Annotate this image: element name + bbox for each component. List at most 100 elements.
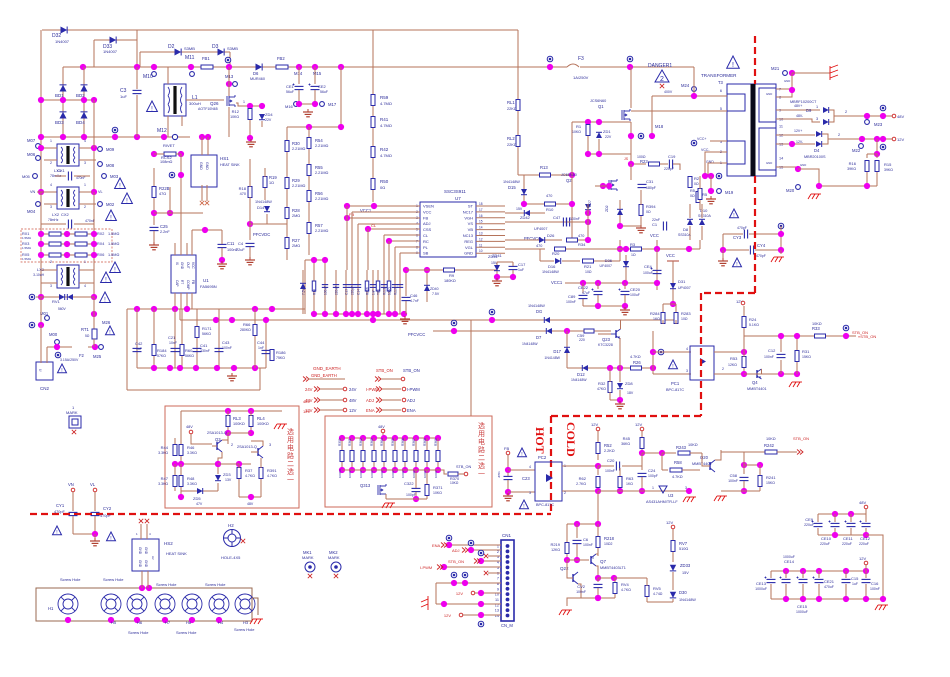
svg-text:100nF: 100nF	[728, 479, 738, 483]
svg-text:470pF: 470pF	[756, 254, 766, 258]
svg-text:1.5MΩ: 1.5MΩ	[108, 253, 119, 257]
svg-text:BPC-817C: BPC-817C	[536, 503, 554, 507]
svg-text:48V: 48V	[859, 500, 866, 505]
svg-text:R361: R361	[348, 438, 352, 446]
svg-text:R366: R366	[401, 438, 405, 446]
svg-text:!: !	[105, 277, 107, 283]
svg-text:R15: R15	[884, 162, 892, 167]
svg-text:3.3KΩ: 3.3KΩ	[158, 482, 168, 486]
svg-text:11: 11	[479, 243, 483, 247]
svg-text:3-10uH: 3-10uH	[33, 273, 44, 277]
svg-text:1Ω: 1Ω	[269, 181, 274, 185]
svg-text:10KΩ: 10KΩ	[230, 115, 239, 119]
svg-text:470: 470	[546, 194, 552, 198]
svg-text:0Ω: 0Ω	[646, 210, 651, 214]
svg-text:4.7MΩ: 4.7MΩ	[380, 123, 392, 128]
svg-text:0Ω: 0Ω	[690, 194, 695, 198]
svg-text:R55: R55	[315, 165, 323, 170]
svg-text:M24: M24	[681, 83, 690, 88]
svg-text:M22: M22	[852, 148, 861, 153]
svg-text:C23: C23	[522, 476, 530, 481]
svg-text:M18: M18	[655, 124, 664, 129]
svg-text:RX3: RX3	[22, 242, 29, 246]
svg-text:2: 2	[497, 550, 499, 554]
svg-text:2.2nF: 2.2nF	[160, 230, 170, 234]
svg-text:D14: D14	[257, 205, 265, 210]
svg-text:LX3: LX3	[37, 267, 45, 272]
svg-text:D8: D8	[683, 227, 689, 232]
svg-text:二: 二	[287, 461, 294, 468]
svg-text:100KΩ: 100KΩ	[391, 469, 395, 478]
svg-text:!: !	[732, 62, 734, 69]
svg-text:48V: 48V	[303, 399, 310, 404]
svg-text:R34: R34	[578, 242, 586, 247]
svg-text:路: 路	[287, 451, 294, 460]
svg-text:14: 14	[479, 226, 483, 230]
svg-text:1uF: 1uF	[518, 268, 524, 272]
svg-text:D27: D27	[588, 200, 592, 207]
svg-text:Screw Hole: Screw Hole	[103, 577, 124, 582]
svg-text:C47: C47	[553, 215, 561, 220]
svg-text:C11: C11	[227, 241, 235, 246]
svg-text:3: 3	[529, 491, 531, 495]
svg-text:R365: R365	[391, 438, 395, 446]
svg-text:CE15: CE15	[797, 604, 808, 609]
svg-text:T3: T3	[718, 80, 724, 85]
svg-text:用: 用	[478, 430, 485, 438]
svg-text:M23: M23	[874, 122, 883, 127]
svg-text:220uF: 220uF	[859, 542, 869, 546]
svg-text:R37: R37	[245, 468, 253, 473]
svg-text:R219: R219	[550, 542, 560, 547]
svg-text:5: 5	[497, 566, 499, 570]
svg-text:3.15A/250V: 3.15A/250V	[60, 358, 79, 362]
svg-text:R22B: R22B	[159, 186, 170, 191]
svg-text:CY4: CY4	[757, 243, 766, 248]
svg-text:H2: H2	[151, 556, 155, 560]
svg-text:!: !	[672, 364, 673, 370]
svg-text:17: 17	[479, 208, 483, 212]
svg-text:Screw Hole: Screw Hole	[176, 630, 197, 635]
svg-text:C42: C42	[135, 341, 143, 346]
svg-text:ADJ: ADJ	[423, 221, 431, 226]
svg-text:«STB_ON: «STB_ON	[858, 334, 876, 339]
svg-text:DG: DG	[536, 309, 542, 314]
svg-text:3: 3	[497, 555, 499, 559]
svg-text:!: !	[736, 262, 737, 268]
svg-text:1N4148W: 1N4148W	[522, 342, 538, 346]
svg-text:R57: R57	[315, 223, 323, 228]
svg-text:220: 220	[579, 338, 585, 342]
svg-text:SS310A: SS310A	[698, 214, 712, 218]
svg-text:C14: C14	[357, 289, 361, 295]
svg-text:BD1: BD1	[55, 93, 64, 98]
svg-text:H2: H2	[228, 523, 234, 528]
svg-text:REG: REG	[464, 239, 473, 244]
svg-text:R59: R59	[380, 95, 389, 100]
svg-text:100KΩ: 100KΩ	[434, 469, 438, 478]
svg-text:ZD3: ZD3	[223, 472, 231, 477]
svg-text:48V: 48V	[349, 398, 357, 403]
svg-text:GND: GND	[138, 547, 142, 555]
svg-text:12V: 12V	[859, 556, 866, 561]
svg-text:CE10: CE10	[821, 536, 832, 541]
svg-text:330nF: 330nF	[200, 349, 210, 353]
svg-text:M14: M14	[294, 71, 303, 76]
svg-text:12V: 12V	[305, 408, 313, 413]
svg-text:CAP: CAP	[175, 280, 179, 287]
svg-text:C44: C44	[257, 340, 265, 345]
svg-text:JCS6N60: JCS6N60	[590, 99, 606, 103]
svg-text:VCC1: VCC1	[551, 280, 563, 285]
svg-text:2SA1013-Q: 2SA1013-Q	[237, 445, 257, 449]
svg-text:39KΩ: 39KΩ	[847, 167, 856, 171]
svg-text:15: 15	[479, 220, 483, 224]
svg-text:2: 2	[660, 76, 664, 83]
svg-text:R364: R364	[380, 438, 384, 446]
svg-text:18: 18	[479, 202, 483, 206]
svg-text:2.21MΩ: 2.21MΩ	[292, 184, 306, 188]
svg-text:ZD1: ZD1	[603, 129, 611, 134]
svg-text:100nF: 100nF	[566, 300, 576, 304]
svg-text:C4: C4	[238, 241, 244, 246]
svg-text:F2: F2	[79, 353, 85, 358]
svg-text:4.7MΩ: 4.7MΩ	[380, 153, 392, 158]
svg-text:C15: C15	[851, 576, 859, 581]
svg-text:STB_ON: STB_ON	[793, 436, 809, 441]
